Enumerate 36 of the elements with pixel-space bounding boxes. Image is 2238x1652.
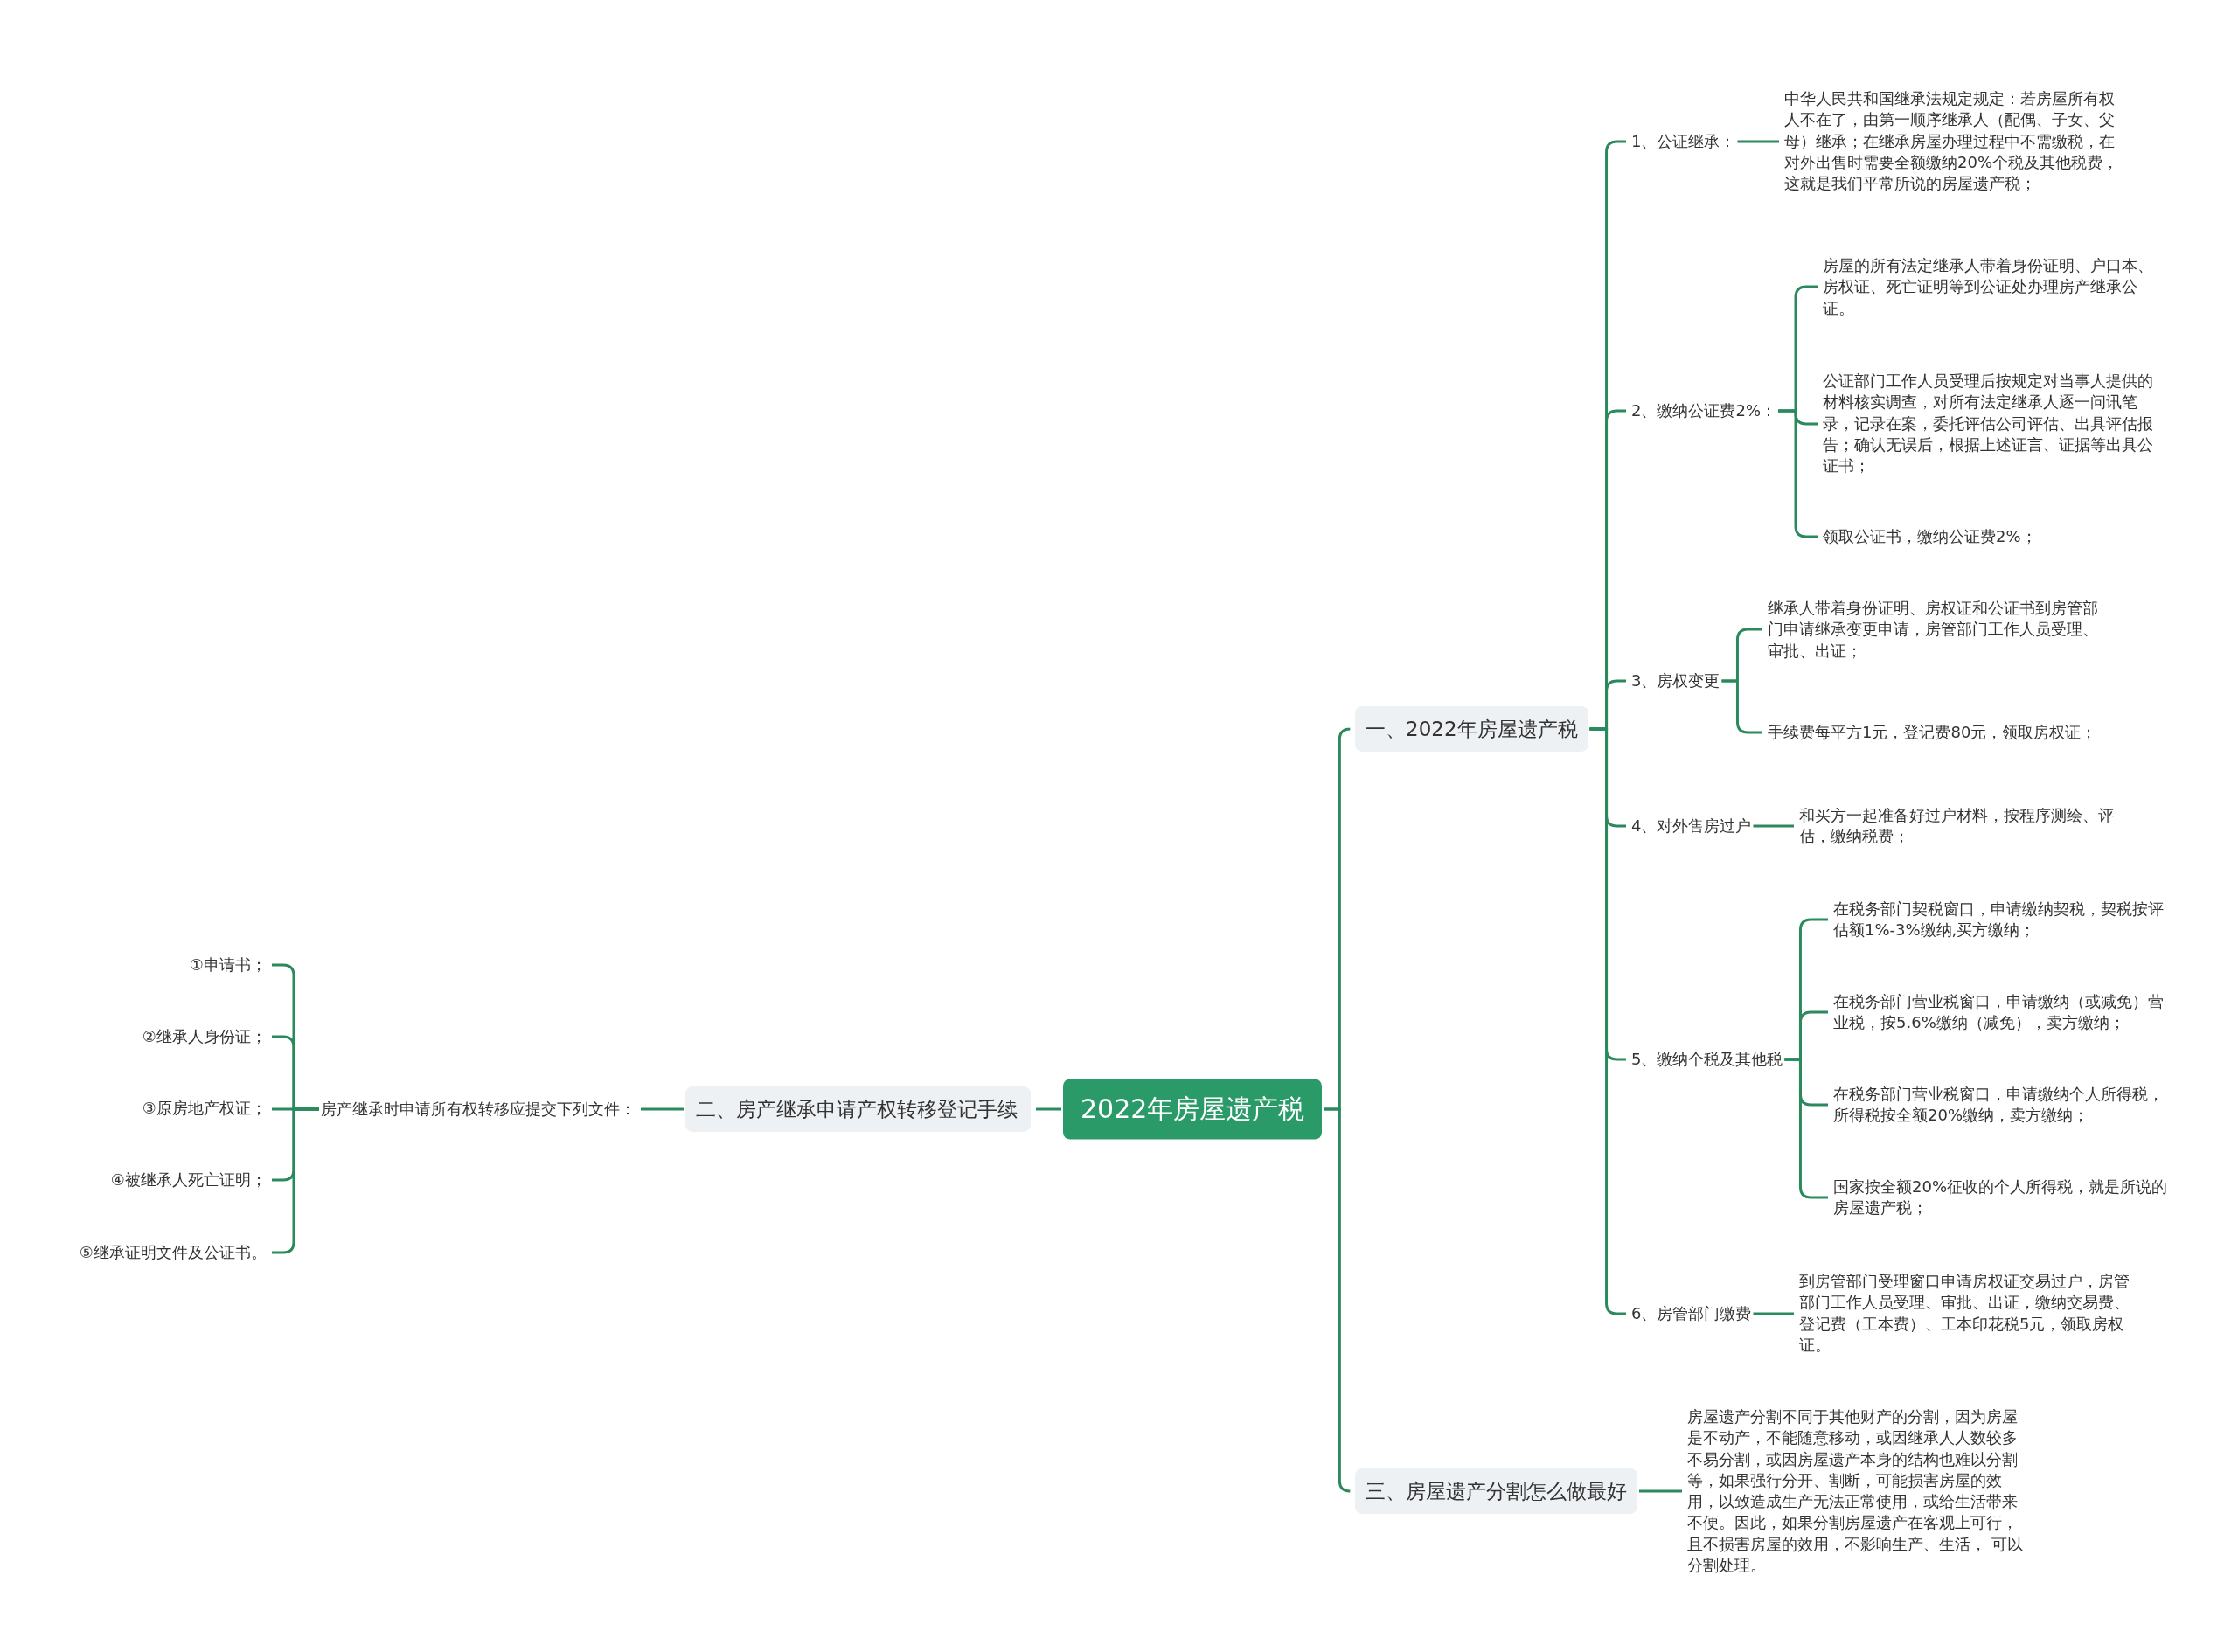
leaf-text: 领取公证书，缴纳公证费2%；	[1823, 525, 2159, 548]
leaf-text: 继承人带着身份证明、房权证和公证书到房管部门申请继承变更申请，房管部门工作人员受理、审批、出证；	[1768, 597, 2104, 662]
connector-line	[1639, 1489, 1682, 1493]
list-item-text: ②继承人身份证；	[142, 1025, 267, 1048]
leaf-text: 国家按全额20%征收的个人所得税，就是所说的房屋遗产税；	[1833, 1176, 2179, 1219]
leaf-text: 在税务部门营业税窗口，申请缴纳（或减免）营业税，按5.6%缴纳（减免），卖方缴纳；	[1833, 990, 2179, 1034]
connector-line	[641, 1107, 684, 1111]
branch-text: 2、缴纳公证费2%：	[1631, 399, 1776, 422]
connector-line	[1324, 1107, 1352, 1493]
list-item-text: ①申请书；	[189, 954, 267, 976]
list-item-text: ③原房地产权证；	[142, 1097, 267, 1120]
branch-text: 房产继承时申请所有权转移应提交下列文件：	[321, 1098, 636, 1121]
branch-text: 4、对外售房过户	[1631, 815, 1752, 837]
topic-box: 二、房产继承申请产权转移登记手续	[685, 1086, 1031, 1133]
branch-text: 6、房管部门缴费	[1631, 1302, 1752, 1325]
topic-box: 三、房屋遗产分割怎么做最好	[1355, 1468, 1637, 1515]
connector-line	[1036, 1107, 1061, 1111]
leaf-text: 在税务部门营业税窗口，申请缴纳个人所得税，所得税按全额20%缴纳，卖方缴纳；	[1833, 1083, 2179, 1127]
list-item-text: ④被继承人死亡证明；	[110, 1169, 267, 1191]
leaf-text: 公证部门工作人员受理后按规定对当事人提供的材料核实调查，对所有法定继承人逐一问讯笔录，记录在案，委托评估公司评估、出具评估报告；确认无误后，根据上述证言、证据等出具公证书；	[1823, 371, 2159, 477]
leaf-text: 中华人民共和国继承法规定规定：若房屋所有权人不在了，由第一顺序继承人（配偶、子女、父母）继承；在继承房屋办理过程中不需缴税，在对外出售时需要全额缴纳20%个税及其他税费，这就是我们平常所说的房屋遗产税；	[1784, 88, 2121, 195]
branch-text: 3、房权变更	[1631, 670, 1720, 692]
leaf-text: 到房管部门受理窗口申请房权证交易过户，房管部门工作人员受理、审批、出证，缴纳交易费、登记费（工本费）、工本印花税5元，领取房权证。	[1799, 1271, 2136, 1357]
connector-line	[1753, 824, 1794, 828]
leaf-text: 和买方一起准备好过户材料，按程序测绘、评估，缴纳税费；	[1799, 804, 2136, 848]
connector-line	[1737, 140, 1779, 143]
branch-text: 1、公证继承：	[1631, 130, 1736, 153]
leaf-text: 房屋遗产分割不同于其他财产的分割，因为房屋是不动产，不能随意移动，或因继承人人数较多不易分割，或因房屋遗产本身的结构也难以分割等，如果强行分开、割断，可能损害房屋的效用，以致造成生产无法正常使用，或给生活带来不便。因此，如果分割房屋遗产在客观上可行，且不损害房屋的效用，不影响生产、生活， 可以分割处理。	[1687, 1406, 2024, 1577]
root-topic-box: 2022年房屋遗产税	[1063, 1079, 1323, 1140]
list-item-text: ⑤继承证明文件及公证书。	[79, 1241, 267, 1264]
leaf-text: 手续费每平方1元，登记费80元，领取房权证；	[1768, 721, 2104, 744]
leaf-text: 房屋的所有法定继承人带着身份证明、户口本、房权证、死亡证明等到公证处办理房产继承公证。	[1823, 254, 2159, 319]
topic-box: 一、2022年房屋遗产税	[1355, 705, 1588, 753]
connector-line	[1753, 1312, 1794, 1315]
branch-text: 5、缴纳个税及其他税	[1631, 1048, 1783, 1071]
leaf-text: 在税务部门契税窗口，申请缴纳契税，契税按评估额1%-3%缴纳,买方缴纳；	[1833, 898, 2179, 941]
